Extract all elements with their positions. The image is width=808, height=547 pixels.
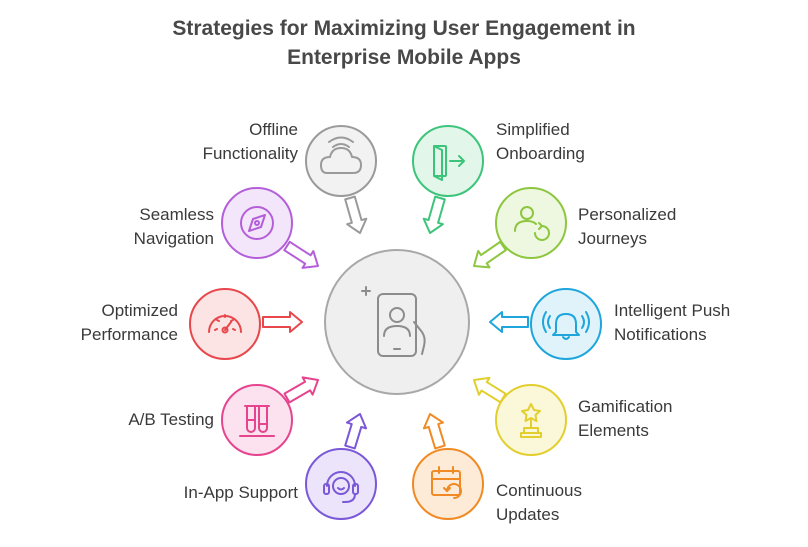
arrow-push (489, 311, 529, 333)
headset-icon (323, 471, 359, 503)
gauge-icon (208, 314, 242, 334)
strategy-node-journeys (473, 187, 567, 269)
arrow-offline (344, 195, 368, 234)
center-hub (324, 249, 470, 395)
strategy-node-support (305, 413, 377, 520)
strategy-node-onboarding (412, 125, 484, 234)
strategy-node-abtesting (221, 376, 319, 456)
title-line-1: Strategies for Maximizing User Engagemen… (172, 17, 636, 40)
label-line: Personalized (578, 205, 677, 224)
strategy-node-push (489, 288, 602, 360)
arrow-support (344, 413, 368, 450)
strategy-node-offline (305, 125, 377, 234)
label-line: A/B Testing (128, 410, 214, 429)
label-line: Seamless (139, 205, 214, 224)
circle-abtesting (221, 384, 293, 456)
circle-journeys (495, 187, 567, 259)
page-title: Strategies for Maximizing User Engagemen… (0, 14, 808, 72)
label-line: Onboarding (496, 144, 585, 163)
label-line: Updates (496, 505, 560, 524)
label-line: Functionality (202, 144, 298, 163)
compass-icon (240, 206, 274, 240)
label-line: Journeys (578, 229, 647, 248)
strategy-node-gamification (473, 376, 567, 456)
test-tubes-icon (239, 405, 275, 437)
arrow-abtesting (283, 376, 319, 404)
door-enter-icon (433, 145, 465, 181)
label-line: Offline (249, 120, 298, 139)
arrow-updates (422, 413, 446, 450)
label-support: In-App Support (184, 481, 298, 505)
label-abtesting: A/B Testing (128, 408, 214, 432)
calendar-refresh-icon (431, 466, 462, 499)
arrow-journeys (473, 240, 507, 269)
circle-support (305, 448, 377, 520)
circle-navigation (221, 187, 293, 259)
circle-onboarding (412, 125, 484, 197)
circle-push (530, 288, 602, 360)
trophy-star-icon (520, 403, 542, 438)
strategy-node-performance (189, 288, 303, 360)
title-line-2: Enterprise Mobile Apps (287, 46, 521, 69)
label-line: Optimized (101, 301, 178, 320)
arrow-gamification (473, 376, 507, 404)
strategy-node-navigation (221, 187, 319, 269)
arrow-navigation (283, 240, 319, 269)
label-line: Elements (578, 421, 649, 440)
circle-performance (189, 288, 261, 360)
label-line: Intelligent Push (614, 301, 731, 320)
bell-icon (542, 311, 590, 340)
label-line: Gamification (578, 397, 673, 416)
label-line: Simplified (496, 120, 570, 139)
smartphone-user-icon (361, 286, 426, 357)
label-line: Notifications (614, 325, 707, 344)
label-line: Navigation (133, 229, 214, 248)
label-line: In-App Support (183, 483, 298, 502)
circle-updates (412, 448, 484, 520)
label-line: Continuous (496, 481, 583, 500)
arrow-performance (262, 311, 303, 333)
user-cycle-icon (514, 206, 550, 241)
cloud-wifi-icon (320, 136, 362, 174)
label-line: Performance (80, 325, 178, 344)
strategy-node-updates (412, 413, 484, 520)
circle-offline (305, 125, 377, 197)
arrow-onboarding (422, 195, 446, 234)
